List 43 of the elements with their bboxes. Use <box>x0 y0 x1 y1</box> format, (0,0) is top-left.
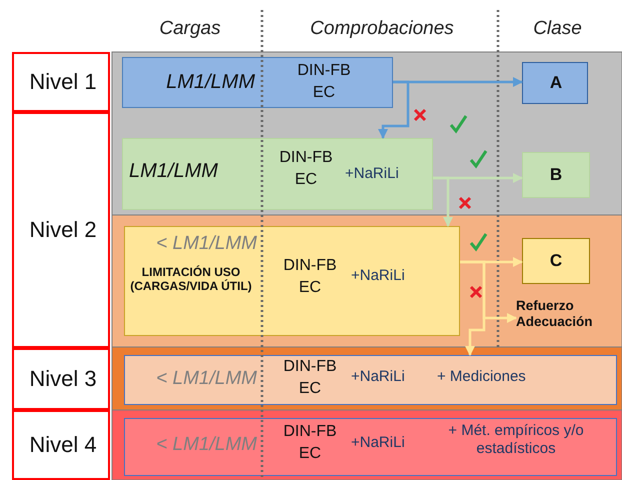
arrow <box>460 260 486 356</box>
column-header: Clase <box>532 18 583 40</box>
load-text: LM1/LMM <box>165 70 255 94</box>
load-text: < LM1/LMM <box>155 434 257 457</box>
load-text: < LM1/LMM <box>155 233 257 256</box>
level-box <box>12 348 110 410</box>
level-label: Nivel 3 <box>28 366 98 392</box>
extra-check-text: +NaRiLi <box>345 165 400 183</box>
level-label: Nivel 2 <box>28 216 98 244</box>
extra-check-text: + Mét. empíricos y/o estadísticos <box>447 422 585 458</box>
load-text: LM1/LMM <box>129 159 219 183</box>
arrow <box>433 176 453 227</box>
check-text: DIN-FB EC <box>282 357 338 400</box>
check-text: DIN-FB EC <box>296 61 352 104</box>
level-box <box>12 112 110 348</box>
level-label: Nivel 1 <box>28 68 98 96</box>
check-text: DIN-FB EC <box>282 256 338 298</box>
check-text: DIN-FB EC <box>282 422 338 464</box>
check-text: DIN-FB EC <box>278 148 334 190</box>
level-box <box>12 410 110 480</box>
check-box <box>122 138 433 210</box>
column-header: Comprobaciones <box>309 18 455 40</box>
extra-check-text: +NaRiLi <box>351 368 406 386</box>
arrow <box>378 80 410 139</box>
check-box <box>122 57 393 108</box>
column-header: Cargas <box>158 18 222 40</box>
extra-check-text: +NaRiLi <box>351 267 406 285</box>
class-label: B <box>548 164 564 186</box>
check-box <box>124 355 617 405</box>
class-label: A <box>548 72 564 94</box>
check-box <box>124 418 617 476</box>
extra-check-text: +NaRiLi <box>351 434 406 452</box>
class-box <box>522 62 588 104</box>
check-box <box>124 226 460 336</box>
extra-check-text: + Mediciones <box>437 368 527 386</box>
load-text: < LM1/LMM <box>155 368 257 391</box>
outcome-text: Refuerzo Adecuación <box>516 298 594 330</box>
class-box <box>522 238 590 284</box>
usage-limit-text: LIMITACIÓN USO (CARGAS/VIDA ÚTIL) <box>129 265 253 294</box>
class-box <box>522 152 590 198</box>
class-label: C <box>548 250 564 272</box>
level-box <box>12 52 110 112</box>
level-label: Nivel 4 <box>28 432 98 458</box>
